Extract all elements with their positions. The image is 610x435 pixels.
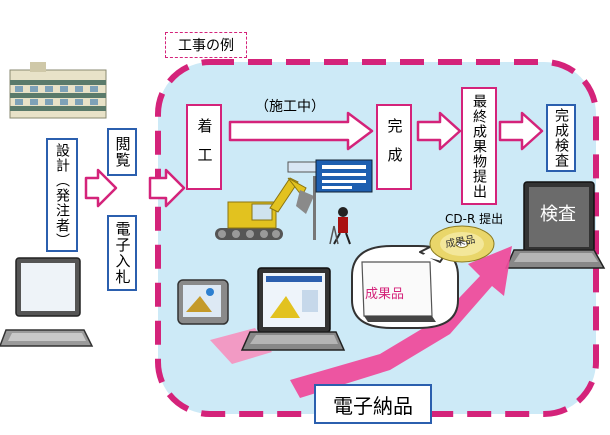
camera-icon bbox=[177, 279, 229, 325]
design-box: 設計（発注者） bbox=[46, 138, 78, 252]
browse-box: 閲覧 bbox=[107, 128, 137, 176]
in-construction-label: （施工中） bbox=[255, 99, 325, 115]
electronic-delivery-label: 電子納品 bbox=[314, 384, 432, 424]
bidding-box: 電子入札 bbox=[107, 215, 137, 291]
arrow-design-to-bid bbox=[84, 168, 118, 208]
design-label: 設計（発注者） bbox=[54, 142, 70, 248]
start-box: 着工 bbox=[186, 104, 222, 190]
building-icon bbox=[9, 62, 107, 119]
excavator-icon bbox=[215, 177, 314, 240]
laptop-icon bbox=[0, 257, 94, 347]
pink-delivery-arrow bbox=[290, 246, 512, 398]
bidding-label: 電子入札 bbox=[113, 221, 132, 285]
arrow-completion-to-submit bbox=[416, 111, 462, 151]
inspection-screen-label: 検査 bbox=[540, 204, 576, 225]
cd-disc-icon bbox=[429, 225, 495, 263]
cdr-submit-label: CD-R 提出 bbox=[445, 212, 504, 226]
signpost-icon bbox=[287, 159, 373, 240]
document-icon bbox=[361, 261, 436, 322]
completion-inspection-label: 完成検査 bbox=[553, 108, 569, 168]
final-submission-label: 最終成果物提出 bbox=[471, 93, 487, 199]
inspection-laptop-icon bbox=[504, 181, 606, 269]
completion-box: 完成 bbox=[376, 104, 412, 190]
center-laptop-icon bbox=[240, 267, 346, 351]
example-tag: 工事の例 bbox=[165, 32, 247, 58]
browse-label: 閲覧 bbox=[113, 136, 132, 168]
completion-inspection-box: 完成検査 bbox=[546, 104, 576, 172]
final-submission-box: 最終成果物提出 bbox=[461, 87, 497, 205]
arrow-construction bbox=[228, 111, 374, 151]
completion-label: 完成 bbox=[385, 118, 404, 176]
arrow-bid-to-start bbox=[148, 168, 186, 208]
arrow-submit-to-inspection bbox=[498, 111, 544, 151]
start-label: 着工 bbox=[195, 118, 214, 176]
surveyor-icon bbox=[329, 207, 351, 245]
deliverables-label: 成果品 bbox=[365, 287, 405, 302]
